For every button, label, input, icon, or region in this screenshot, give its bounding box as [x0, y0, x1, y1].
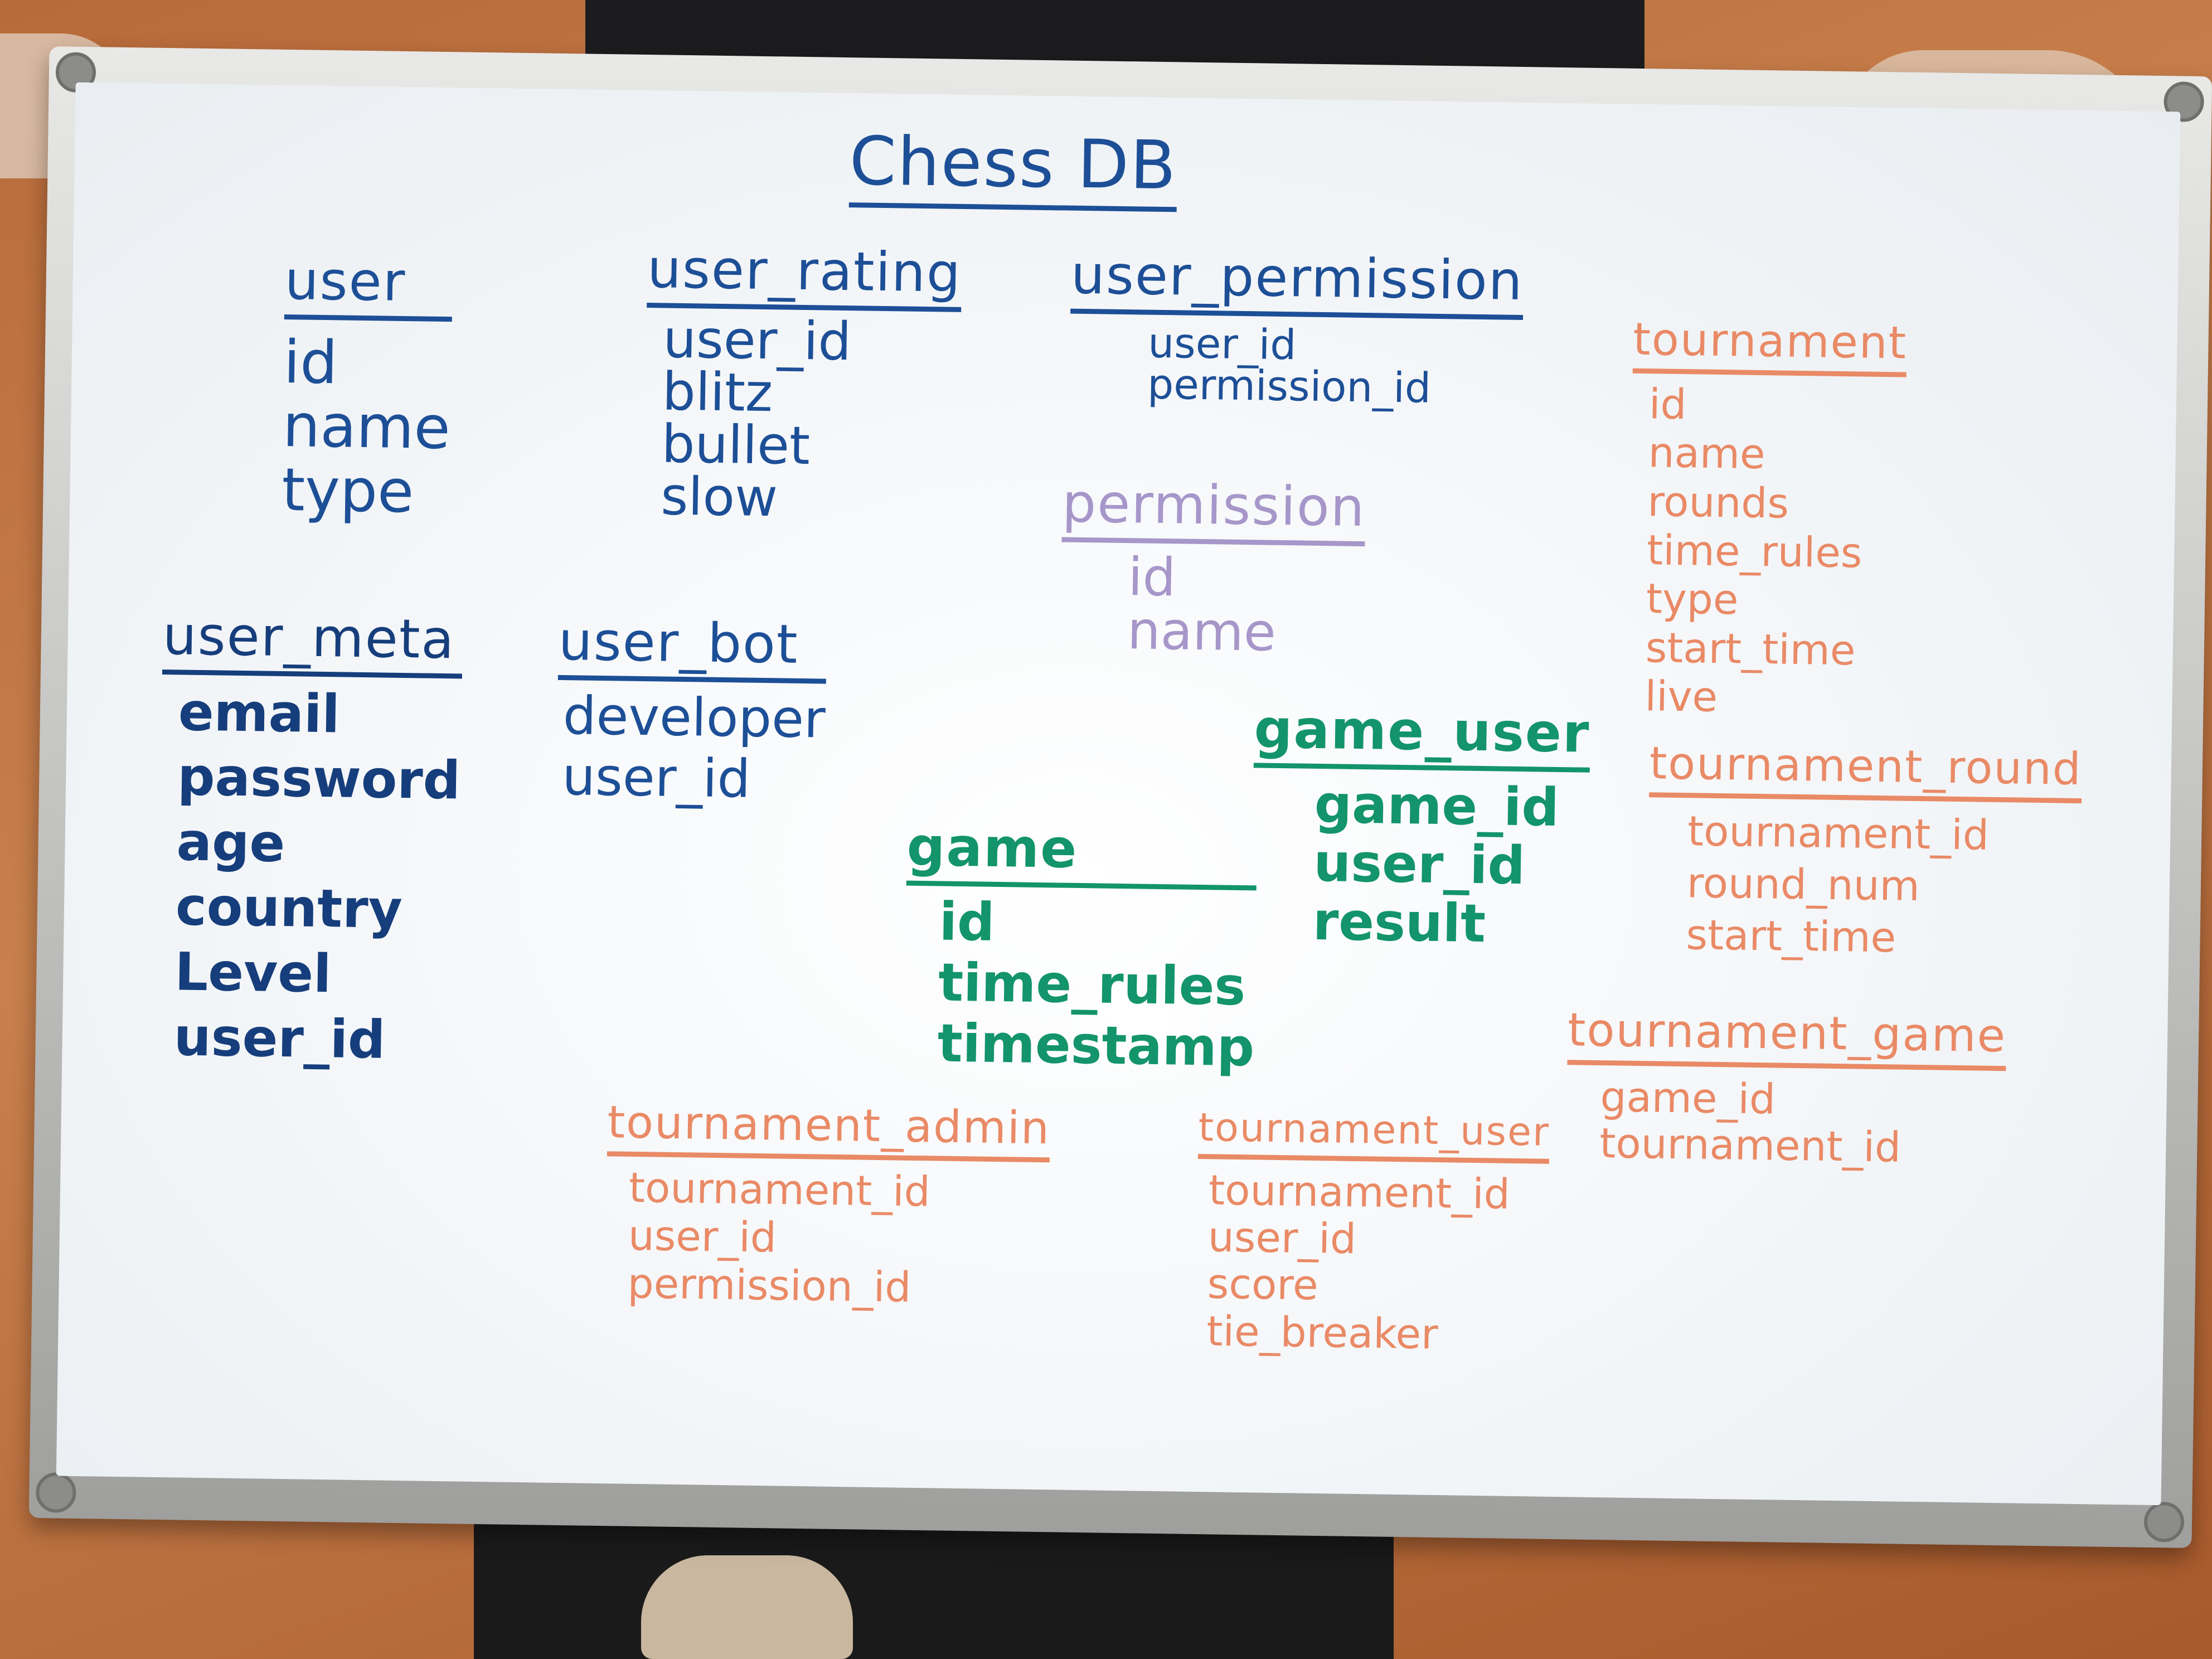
- field: permission_id: [1147, 360, 1432, 413]
- table-tournament-admin: tournament_admin tournament_id user_id p…: [605, 1096, 1050, 1314]
- field: id: [1648, 380, 1687, 429]
- field: tournament_id: [1599, 1119, 1901, 1172]
- frame-corner: [2143, 1501, 2185, 1542]
- field-list: game_id tournament_id: [1599, 1073, 2006, 1172]
- field-list: email password age country Level user_id: [173, 680, 462, 1074]
- field-list: id name rounds time_rules type start_tim…: [1645, 380, 1907, 725]
- table-user: user id name type: [281, 249, 453, 526]
- table-tournament-game: tournament_game game_id tournament_id: [1566, 1003, 2007, 1172]
- field: start_time: [1645, 623, 1856, 675]
- field: user_id: [1207, 1213, 1357, 1263]
- field: type: [281, 455, 415, 526]
- board-title: Chess DB: [848, 123, 1177, 212]
- field: tie_breaker: [1206, 1307, 1439, 1359]
- table-name: permission: [1061, 472, 1366, 546]
- table-name: user: [284, 249, 453, 322]
- table-name: user_permission: [1070, 244, 1524, 320]
- table-user-permission: user_permission user_id permission_id: [1069, 244, 1524, 413]
- table-user-bot: user_bot developer user_id: [556, 610, 827, 811]
- table-name: user_bot: [557, 610, 827, 684]
- field: Level: [174, 942, 332, 1005]
- table-name: game_user: [1253, 697, 1590, 773]
- field: name: [1127, 600, 1277, 663]
- field-list: user_id blitz bullet slow: [660, 309, 961, 529]
- field: id: [1127, 546, 1177, 609]
- field: user_id: [561, 746, 751, 810]
- table-game: game id time_rules timestamp: [904, 816, 1258, 1079]
- field: bullet: [661, 414, 811, 477]
- field: country: [175, 876, 403, 941]
- table-user-rating: user_rating user_id blitz bullet slow: [644, 237, 962, 529]
- field: user_id: [173, 1006, 386, 1071]
- table-name: tournament_game: [1567, 1003, 2007, 1071]
- field: tournament_id: [628, 1163, 931, 1216]
- frame-corner: [35, 1472, 76, 1513]
- field-list: tournament_id round_num start_time: [1686, 806, 2082, 967]
- field: user_id: [628, 1211, 777, 1262]
- field: live: [1645, 672, 1718, 721]
- field: id: [939, 891, 996, 953]
- field: blitz: [662, 361, 773, 424]
- field: result: [1312, 891, 1486, 955]
- field: user_id: [1313, 832, 1526, 897]
- field-list: id name type: [281, 327, 452, 526]
- field-list: user_id permission_id: [1147, 319, 1523, 413]
- field: type: [1646, 575, 1739, 624]
- field: time_rules: [938, 952, 1246, 1017]
- field: id: [283, 327, 338, 397]
- field: age: [176, 812, 285, 874]
- table-name: tournament_user: [1197, 1104, 1550, 1164]
- field: round_num: [1686, 859, 1920, 911]
- whiteboard-surface: Chess DB user id name type user_rating u…: [56, 82, 2181, 1506]
- shoe: [641, 1555, 853, 1659]
- field-list: id time_rules timestamp: [937, 891, 1257, 1078]
- field: user_id: [662, 309, 852, 372]
- field: rounds: [1647, 477, 1789, 528]
- field: time_rules: [1646, 526, 1862, 578]
- field: developer: [562, 685, 826, 750]
- table-tournament: tournament id name rounds time_rules typ…: [1628, 313, 1908, 725]
- table-user-meta: user_meta email password age country Lev…: [157, 604, 463, 1074]
- table-name: tournament: [1632, 313, 1908, 377]
- field: tournament_id: [1687, 807, 1990, 860]
- table-name: tournament_admin: [607, 1096, 1050, 1163]
- field: password: [177, 746, 461, 812]
- field: game_id: [1599, 1073, 1776, 1124]
- field: email: [178, 682, 341, 745]
- table-tournament-user: tournament_user tournament_id user_id sc…: [1195, 1104, 1550, 1360]
- field: start_time: [1686, 911, 1896, 962]
- field: name: [1648, 429, 1766, 479]
- field-list: game_id user_id result: [1312, 774, 1589, 955]
- field-list: tournament_id user_id score tie_breaker: [1206, 1166, 1549, 1360]
- field-list: developer user_id: [562, 686, 826, 811]
- table-game-user: game_user game_id user_id result: [1251, 697, 1590, 955]
- field-list: id name: [1127, 546, 1365, 663]
- field: permission_id: [627, 1259, 911, 1312]
- field: score: [1207, 1260, 1319, 1310]
- field-list: tournament_id user_id permission_id: [627, 1163, 1050, 1314]
- field: timestamp: [937, 1013, 1255, 1079]
- table-name: user_rating: [647, 237, 962, 312]
- field: slow: [660, 466, 778, 529]
- field: tournament_id: [1208, 1166, 1511, 1219]
- table-name: game: [906, 816, 1258, 891]
- table-permission: permission id name: [1060, 472, 1366, 663]
- field: name: [282, 391, 451, 463]
- table-name: tournament_round: [1649, 737, 2082, 804]
- table-tournament-round: tournament_round tournament_id round_num…: [1647, 737, 2082, 967]
- whiteboard-frame: Chess DB user id name type user_rating u…: [28, 46, 2212, 1548]
- table-name: user_meta: [162, 604, 463, 679]
- field: game_id: [1314, 774, 1560, 838]
